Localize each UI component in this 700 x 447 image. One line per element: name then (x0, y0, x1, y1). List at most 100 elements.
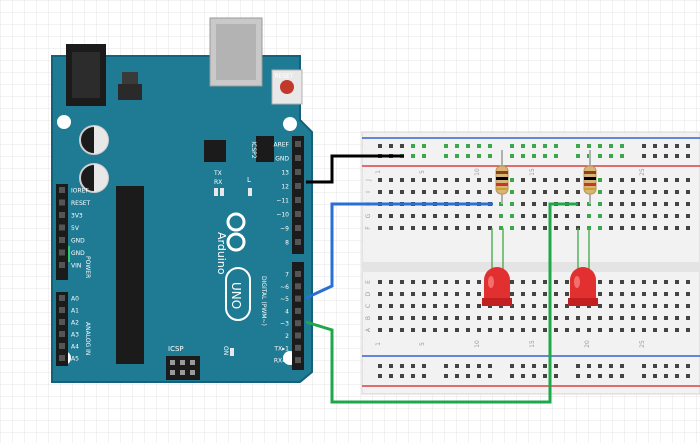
rail-hole[interactable] (653, 374, 657, 378)
terminal-hole[interactable] (631, 214, 635, 218)
digital-pin[interactable] (295, 320, 301, 327)
terminal-hole[interactable] (543, 304, 547, 308)
terminal-hole[interactable] (466, 178, 470, 182)
terminal-hole[interactable] (455, 280, 459, 284)
rail-hole[interactable] (576, 154, 580, 158)
rail-hole[interactable] (455, 364, 459, 368)
terminal-hole[interactable] (620, 214, 624, 218)
terminal-hole[interactable] (664, 328, 668, 332)
rail-hole[interactable] (642, 374, 646, 378)
terminal-hole[interactable] (554, 214, 558, 218)
terminal-hole[interactable] (554, 292, 558, 296)
rail-hole[interactable] (543, 364, 547, 368)
terminal-hole[interactable] (378, 280, 382, 284)
terminal-hole[interactable] (477, 292, 481, 296)
terminal-hole[interactable] (444, 178, 448, 182)
terminal-hole[interactable] (422, 292, 426, 296)
terminal-hole[interactable] (664, 190, 668, 194)
rail-hole[interactable] (521, 374, 525, 378)
terminal-hole[interactable] (499, 214, 503, 218)
terminal-hole[interactable] (422, 190, 426, 194)
rail-hole[interactable] (510, 374, 514, 378)
terminal-hole[interactable] (521, 190, 525, 194)
terminal-hole[interactable] (466, 328, 470, 332)
terminal-hole[interactable] (378, 214, 382, 218)
rail-hole[interactable] (576, 364, 580, 368)
terminal-hole[interactable] (664, 178, 668, 182)
terminal-hole[interactable] (389, 292, 393, 296)
rail-hole[interactable] (422, 364, 426, 368)
terminal-hole[interactable] (378, 178, 382, 182)
terminal-hole[interactable] (642, 304, 646, 308)
rail-hole[interactable] (554, 374, 558, 378)
rail-hole[interactable] (554, 364, 558, 368)
terminal-hole[interactable] (620, 202, 624, 206)
terminal-hole[interactable] (598, 226, 602, 230)
rail-hole[interactable] (543, 144, 547, 148)
rail-hole[interactable] (378, 374, 382, 378)
terminal-hole[interactable] (444, 316, 448, 320)
terminal-hole[interactable] (400, 304, 404, 308)
terminal-hole[interactable] (565, 214, 569, 218)
rail-hole[interactable] (675, 374, 679, 378)
rail-hole[interactable] (378, 144, 382, 148)
terminal-hole[interactable] (433, 304, 437, 308)
terminal-hole[interactable] (532, 328, 536, 332)
terminal-hole[interactable] (543, 202, 547, 206)
terminal-hole[interactable] (576, 190, 580, 194)
terminal-hole[interactable] (565, 292, 569, 296)
terminal-hole[interactable] (433, 280, 437, 284)
terminal-hole[interactable] (675, 292, 679, 296)
digital-pin[interactable] (295, 332, 301, 339)
terminal-hole[interactable] (521, 280, 525, 284)
terminal-hole[interactable] (477, 214, 481, 218)
rail-hole[interactable] (466, 144, 470, 148)
digital-pin[interactable] (295, 271, 301, 277)
terminal-hole[interactable] (609, 328, 613, 332)
terminal-hole[interactable] (389, 190, 393, 194)
terminal-hole[interactable] (411, 304, 415, 308)
analog-pin[interactable] (59, 355, 65, 361)
terminal-hole[interactable] (400, 316, 404, 320)
gnd-wire[interactable] (306, 154, 404, 184)
terminal-hole[interactable] (620, 178, 624, 182)
power-pin[interactable] (59, 237, 65, 243)
terminal-hole[interactable] (686, 214, 690, 218)
terminal-hole[interactable] (576, 328, 580, 332)
terminal-hole[interactable] (598, 304, 602, 308)
rail-hole[interactable] (477, 144, 481, 148)
terminal-hole[interactable] (455, 304, 459, 308)
terminal-hole[interactable] (422, 214, 426, 218)
terminal-hole[interactable] (587, 316, 591, 320)
terminal-hole[interactable] (620, 292, 624, 296)
reset-button-cap[interactable] (280, 80, 294, 94)
terminal-hole[interactable] (620, 280, 624, 284)
terminal-hole[interactable] (488, 316, 492, 320)
rail-hole[interactable] (642, 144, 646, 148)
terminal-hole[interactable] (488, 190, 492, 194)
analog-pin[interactable] (59, 319, 65, 325)
terminal-hole[interactable] (565, 304, 569, 308)
pin5-wire[interactable] (305, 202, 493, 300)
terminal-hole[interactable] (631, 190, 635, 194)
terminal-hole[interactable] (598, 214, 602, 218)
terminal-hole[interactable] (389, 328, 393, 332)
terminal-hole[interactable] (400, 190, 404, 194)
rail-hole[interactable] (444, 154, 448, 158)
rail-hole[interactable] (466, 154, 470, 158)
terminal-hole[interactable] (510, 316, 514, 320)
rail-hole[interactable] (686, 374, 690, 378)
pin3-wire[interactable] (305, 202, 578, 404)
terminal-hole[interactable] (686, 304, 690, 308)
rail-hole[interactable] (477, 374, 481, 378)
digital-pin[interactable] (295, 169, 301, 175)
terminal-hole[interactable] (543, 214, 547, 218)
terminal-hole[interactable] (444, 304, 448, 308)
terminal-hole[interactable] (675, 214, 679, 218)
terminal-hole[interactable] (499, 226, 503, 230)
rail-hole[interactable] (477, 154, 481, 158)
terminal-hole[interactable] (433, 214, 437, 218)
terminal-hole[interactable] (477, 226, 481, 230)
terminal-hole[interactable] (598, 190, 602, 194)
rail-hole[interactable] (598, 364, 602, 368)
